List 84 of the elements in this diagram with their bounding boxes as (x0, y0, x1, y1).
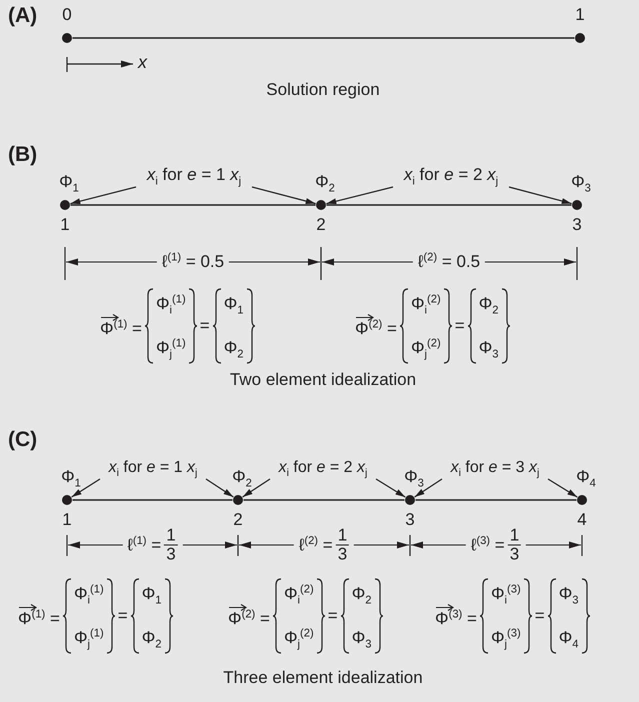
node-number: 4 (577, 510, 587, 530)
fraction-denominator: 3 (166, 546, 176, 564)
element-line (70, 204, 316, 206)
node-number: 3 (572, 215, 582, 235)
leader-arrow (206, 478, 234, 498)
leader-arrow (326, 186, 394, 204)
vector-entry: Φ$_{2}$ (352, 584, 372, 604)
panel-label: (B) (8, 143, 38, 167)
caption: Three element idealization (223, 668, 423, 688)
formula-text: Φ$^{(3)}$ = (435, 609, 477, 628)
nodal-value-label: Φ$_{3}$ (571, 172, 591, 192)
leader-arrow (508, 186, 572, 204)
vector-entry: Φ$_{2}$ (142, 628, 162, 648)
node-dot (572, 200, 582, 210)
formula-text: Φ$^{(1)}$ = (18, 609, 60, 628)
fraction-denominator: 3 (338, 546, 348, 564)
leader-arrow (71, 478, 100, 498)
node-number: 1 (60, 215, 70, 235)
fraction-denominator: 3 (510, 546, 520, 564)
node-number: 2 (316, 215, 326, 235)
element-label: x$_{i}$ for e = 3 x$_{j}$ (434, 457, 556, 479)
nodal-value-label: Φ$_{1}$ (61, 467, 81, 487)
leader-arrow (242, 478, 270, 498)
vector-entry: Φ$_{1}$ (142, 584, 162, 604)
vector-entry: Φ$_{1}$ (224, 294, 244, 314)
node-dot (316, 200, 326, 210)
node-dot (62, 495, 72, 505)
node-number: 1 (62, 510, 72, 530)
vector-entry: Φ$_{4}$ (558, 628, 579, 648)
equals-sign: = (118, 606, 128, 626)
caption: Two element idealization (230, 370, 416, 390)
dimension-label: ℓ$^{(3)}$ = (470, 535, 505, 555)
node-number: 3 (405, 510, 415, 530)
panel-label: (C) (8, 428, 38, 452)
node-number: 1 (575, 5, 585, 25)
dimension-label: ℓ$^{(1)}$ = 0.5 (162, 252, 224, 272)
caption: Solution region (266, 80, 380, 100)
formula-text: Φ$^{(2)}$ = (228, 609, 270, 628)
vector-entry: Φ$_{2}$ (478, 294, 499, 314)
element-line (416, 499, 576, 501)
equals-sign: = (454, 316, 465, 336)
vector-entry: Φ$_{3}$ (352, 628, 372, 648)
fraction-numerator: 1 (336, 526, 350, 546)
nodal-value-label: Φ$_{4}$ (576, 467, 596, 487)
element-label: x$_{i}$ for e = 1 x$_{j}$ (128, 163, 260, 187)
node-dot (233, 495, 243, 505)
equals-sign: = (200, 316, 210, 336)
nodal-value-label: Φ$_{1}$ (59, 172, 79, 192)
equals-sign: = (534, 606, 545, 626)
equals-sign: = (328, 606, 338, 626)
vector-entry: Φ$_{3}$ (558, 584, 579, 604)
node-dot (575, 33, 585, 43)
element-line (72, 499, 232, 501)
leader-arrow (376, 478, 406, 498)
fraction-numerator: 1 (164, 526, 178, 546)
nodal-value-label: Φ$_{3}$ (404, 467, 424, 487)
element-label: x$_{i}$ for e = 2 x$_{j}$ (385, 163, 517, 187)
node-dot (577, 495, 587, 505)
node-number: 2 (233, 510, 243, 530)
nodal-value-label: Φ$_{2}$ (315, 172, 335, 192)
dimension-label: ℓ$^{(1)}$ = (127, 535, 162, 555)
element-label: x$_{i}$ for e = 2 x$_{j}$ (262, 457, 384, 479)
element-label: x$_{i}$ for e = 1 x$_{j}$ (92, 457, 214, 479)
vector-entry: Φ$_{2}$ (224, 338, 244, 358)
vector-entry: Φ$_{3}$ (478, 338, 499, 358)
node-dot (60, 200, 70, 210)
node-number: 0 (62, 5, 72, 25)
node-dot (62, 33, 72, 43)
formula-text: Φ$^{(1)}$ = (100, 319, 142, 338)
leader-arrow (252, 186, 316, 204)
panel-label: (A) (8, 4, 38, 28)
formula-text: Φ$^{(2)}$ = (355, 319, 397, 338)
dimension-label: ℓ$^{(2)}$ = 0.5 (418, 252, 480, 272)
leader-arrow (548, 478, 578, 498)
element-line (326, 204, 572, 206)
leader-arrow (70, 186, 136, 204)
element-line (72, 37, 574, 39)
node-dot (405, 495, 415, 505)
axis-label: x (138, 52, 147, 73)
leader-arrow (414, 478, 442, 498)
element-line (244, 499, 404, 501)
dimension-label: ℓ$^{(2)}$ = (298, 535, 333, 555)
fraction-numerator: 1 (508, 526, 522, 546)
nodal-value-label: Φ$_{2}$ (232, 467, 252, 487)
